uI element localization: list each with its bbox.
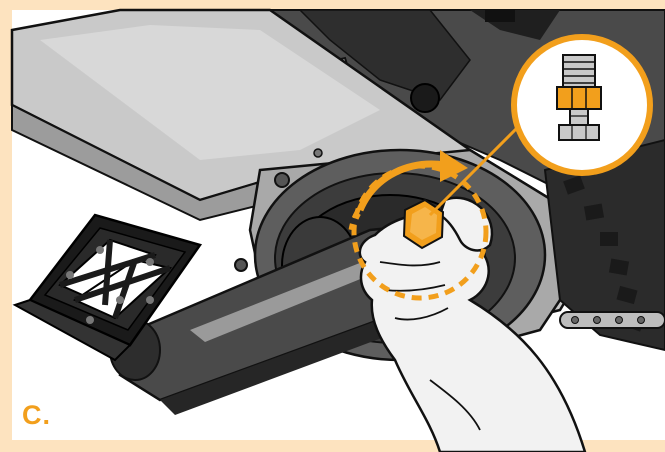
frame-border-top: [0, 0, 665, 10]
frame-bolt: [314, 149, 322, 157]
housing-slot: [485, 10, 515, 22]
step-label: C.: [22, 402, 51, 429]
bolt-detail-callout: [514, 37, 650, 173]
frame-bolt: [235, 259, 247, 271]
frame-border-left: [0, 0, 12, 452]
hex-bolt-icon: [557, 87, 601, 109]
frame-bolt: [275, 173, 289, 187]
chain: [560, 312, 665, 328]
housing-bolt-hole: [411, 84, 439, 112]
bolt-thread: [563, 55, 595, 87]
bolt-lower-nut: [559, 125, 599, 140]
